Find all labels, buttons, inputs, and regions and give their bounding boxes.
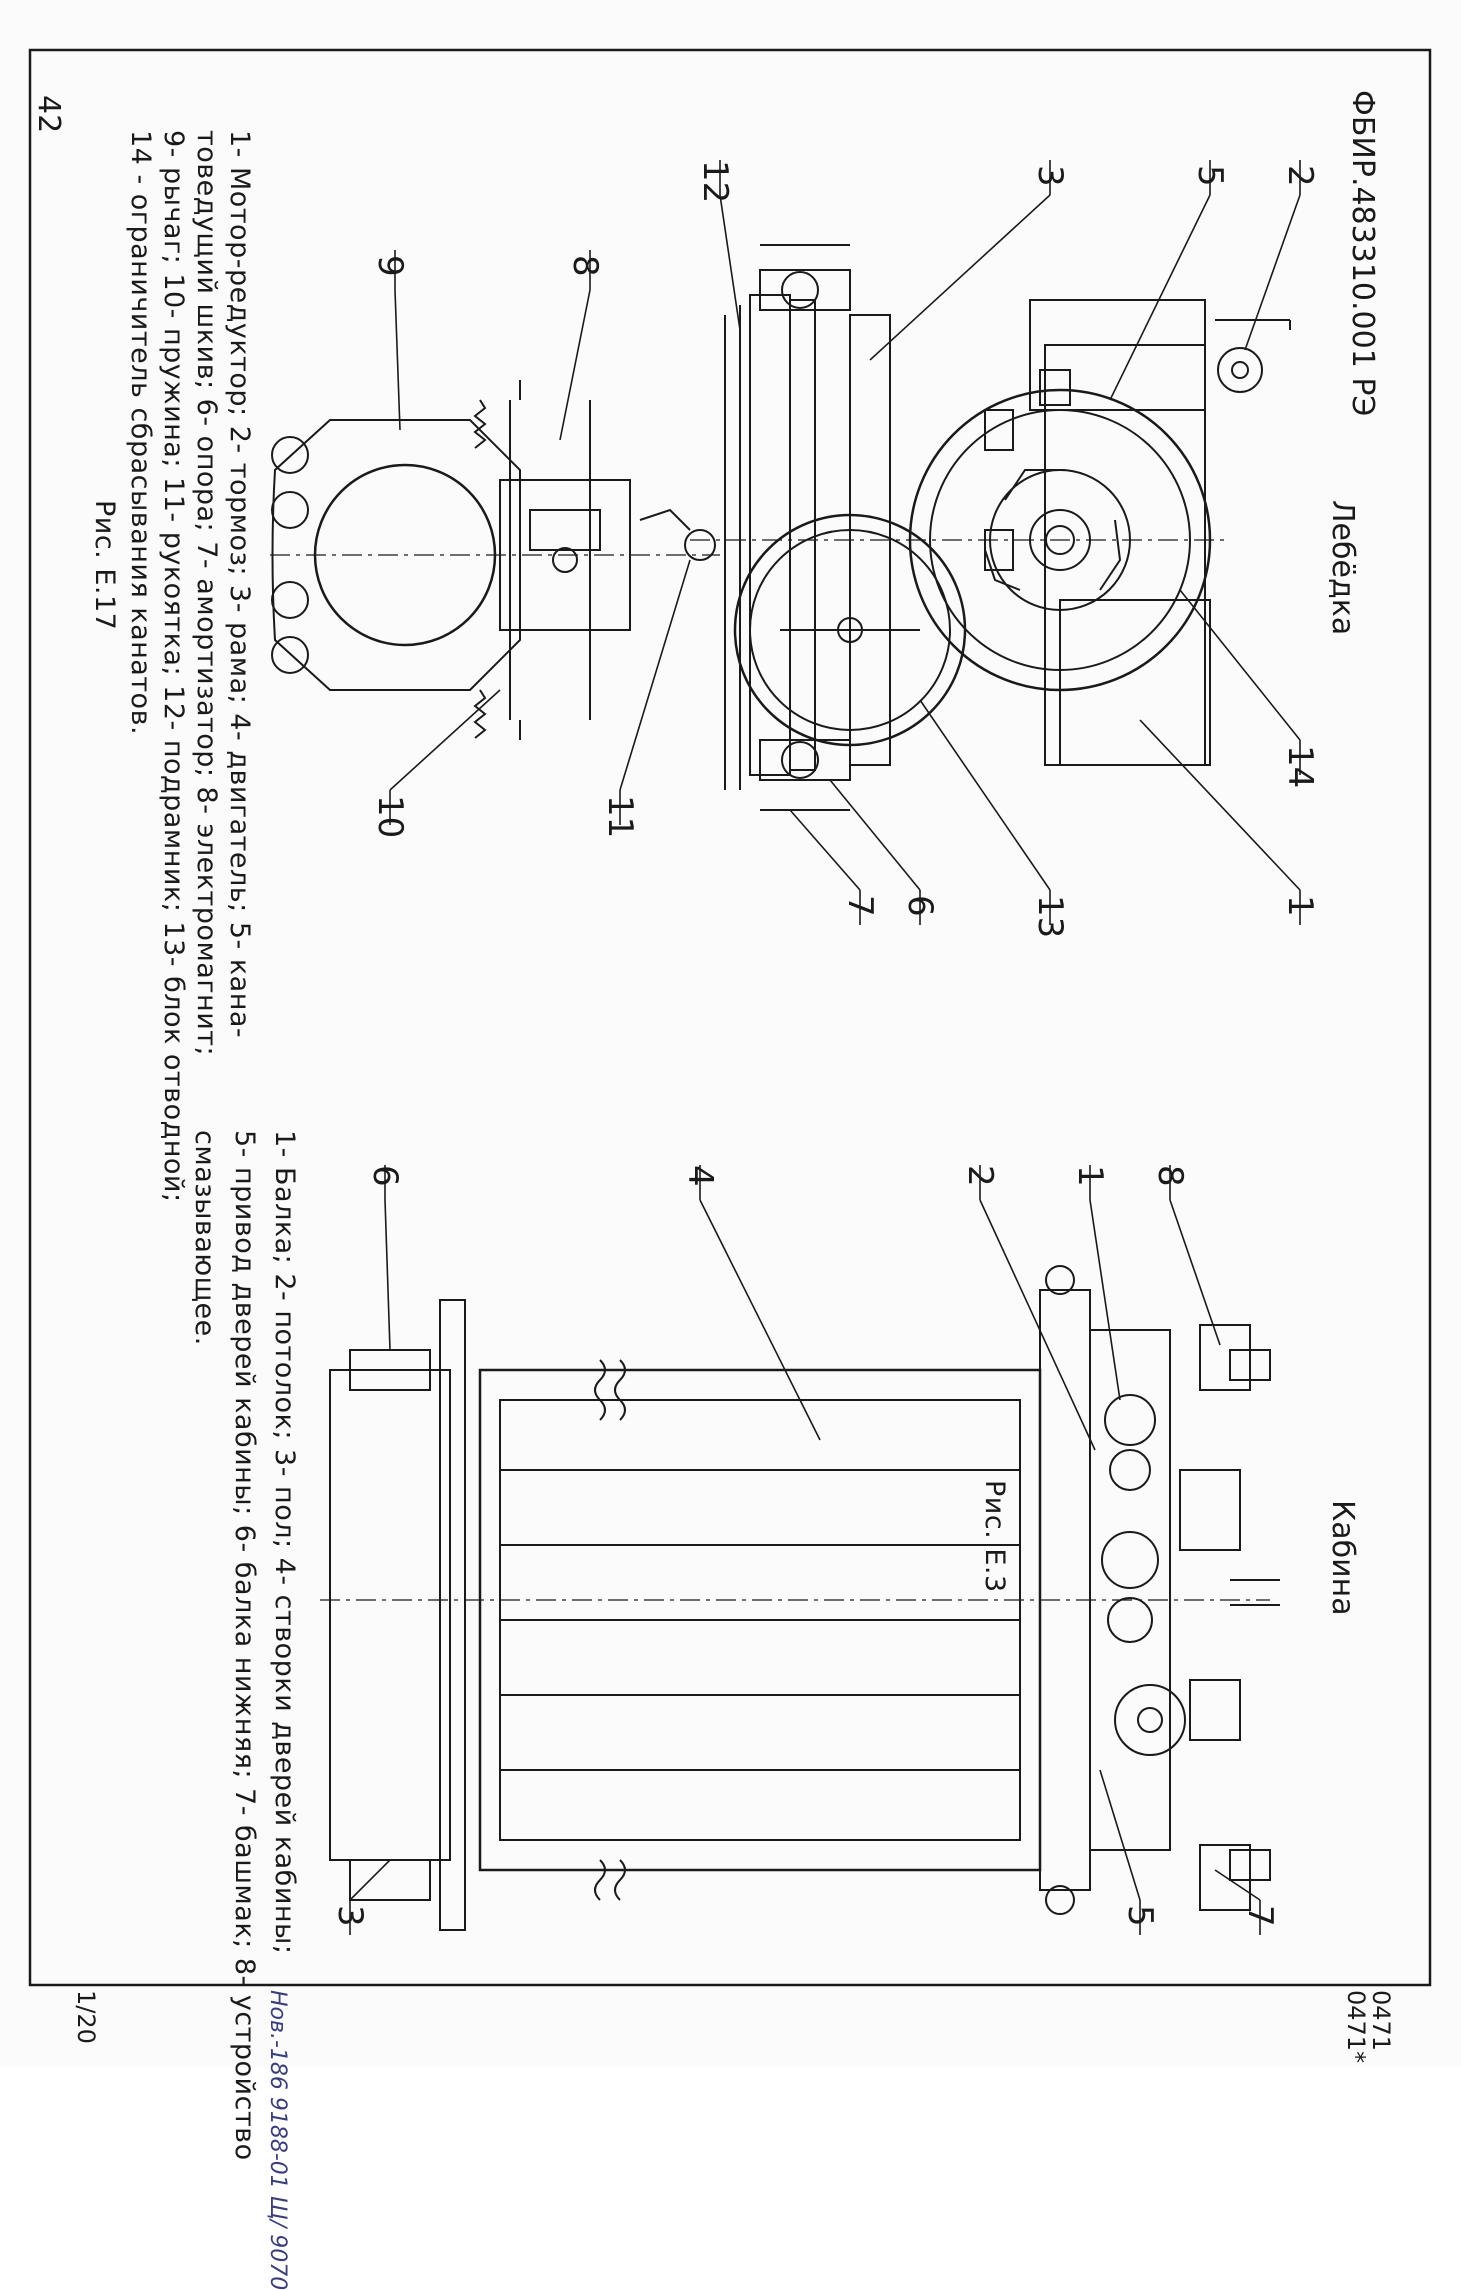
fig17-callout: 2 xyxy=(1280,165,1320,187)
figE3-callout: 3 xyxy=(330,1905,370,1927)
fig17-callout: 5 xyxy=(1190,165,1230,187)
figE3-caption: Рис. Е.3 xyxy=(979,1480,1010,1593)
drawing-sheet: ФБИР.483310.001 РЭ 42 0471 0471* Нов.-18… xyxy=(28,48,1432,2290)
sheet-mark-1: 0471 xyxy=(1367,1990,1395,2052)
fig17-callout: 8 xyxy=(565,255,605,277)
fig17-legend-line-3: 9- рычаг; 10- пружина; 11- рукоятка; 12-… xyxy=(158,130,189,1203)
winch-drawing xyxy=(690,244,1291,811)
figE3-callout: 8 xyxy=(1150,1165,1190,1187)
fig17-callout: 10 xyxy=(370,795,410,839)
figE3-callout: 4 xyxy=(680,1165,720,1187)
sheet-mark-2: 0471* xyxy=(1342,1990,1370,2064)
figE3-leaders xyxy=(349,1165,1261,1935)
technical-drawing xyxy=(28,48,1432,1987)
fig17-callout: 11 xyxy=(600,795,640,839)
figE3-callout: 5 xyxy=(1120,1905,1160,1927)
figE3-callout: 6 xyxy=(365,1165,405,1187)
fig17-legend-line-2: товедущий шкив; 6- опора; 7- амортизатор… xyxy=(191,130,222,1057)
corner-mark: 1/20 xyxy=(72,1990,100,2044)
fig17-callout: 13 xyxy=(1030,895,1070,939)
fig17-callout: 9 xyxy=(370,255,410,277)
fig17-callout: 3 xyxy=(1030,165,1070,187)
fig17-callout: 1 xyxy=(1280,895,1320,917)
figE3-legend-line-2: 5- привод дверей кабины; 6- балка нижняя… xyxy=(229,1130,260,2161)
fig17-callout: 7 xyxy=(840,895,880,917)
fig17-leaders xyxy=(389,160,1301,925)
handwritten-note: Нов.-186 9188-01 Щ/ 9070 xyxy=(265,1990,290,2290)
frame-border xyxy=(28,48,1432,1987)
figE3-callout: 1 xyxy=(1070,1165,1110,1187)
page-number: 42 xyxy=(31,95,66,134)
fig17-caption: Рис. Е.17 xyxy=(89,500,120,631)
document-code: ФБИР.483310.001 РЭ xyxy=(1345,90,1380,417)
fig17-callout: 14 xyxy=(1280,745,1320,789)
fig17-callout: 12 xyxy=(695,160,735,204)
fig17-legend-line-1: 1- Мотор-редуктор; 2- тормоз; 3- рама; 4… xyxy=(224,130,255,1039)
figE3-title: Кабина xyxy=(1325,1500,1360,1616)
cabin-drawing xyxy=(320,1265,1280,1931)
figE3-legend-line-3: смазывающее. xyxy=(189,1130,220,1346)
figE3-callout: 7 xyxy=(1240,1905,1280,1927)
fig17-legend-line-4: 14 - ограничитель сбрасывания канатов. xyxy=(125,130,156,736)
fig17-callout: 6 xyxy=(900,895,940,917)
brake-drawing xyxy=(270,380,720,740)
figE3-legend-line-1: 1- Балка; 2- потолок; 3- пол; 4- створки… xyxy=(269,1130,300,1955)
figE3-callout: 2 xyxy=(960,1165,1000,1187)
fig17-title: Лебёдка xyxy=(1325,500,1360,636)
